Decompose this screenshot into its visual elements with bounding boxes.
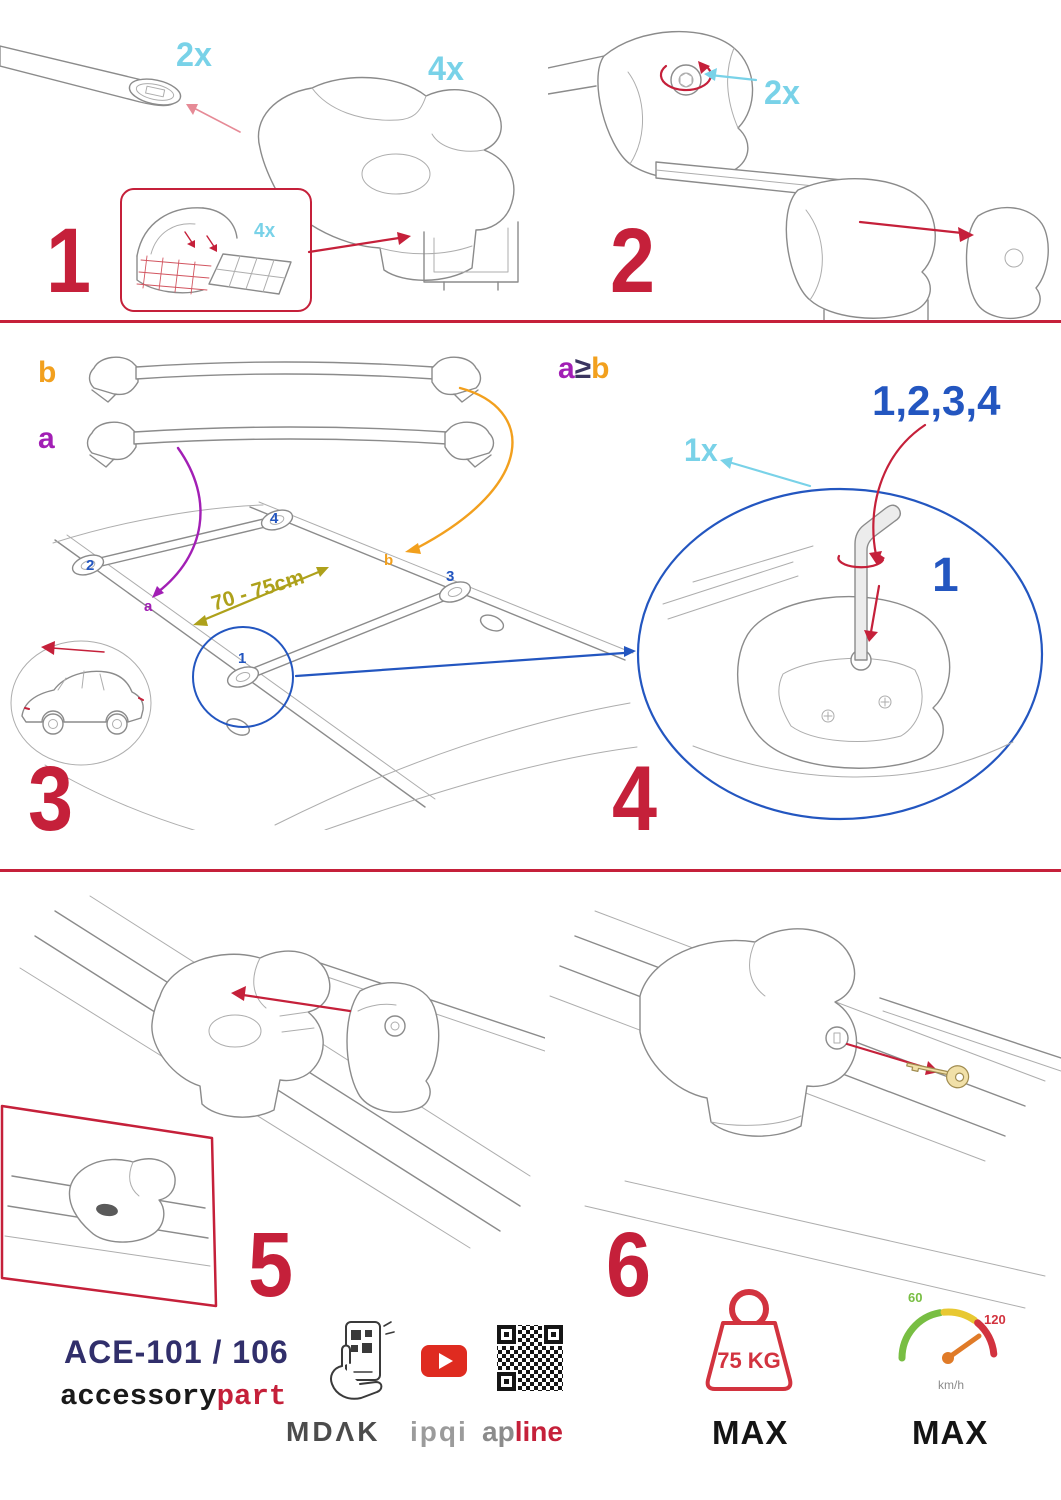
apline-badge xyxy=(96,1203,118,1217)
max-load-value: 75 KG xyxy=(717,1348,781,1373)
speed-high-value: 120 xyxy=(984,1312,1006,1327)
bar-condition-label: a≥b xyxy=(558,354,609,384)
crossbar-a-illustration xyxy=(86,421,495,468)
bar-a-mark: a xyxy=(144,598,153,615)
foot-assembly-illustration: apline xyxy=(257,76,519,291)
phone-scan-icon xyxy=(330,1321,395,1400)
bar-quantity-label: 2x xyxy=(176,36,212,74)
pad-quantity-label: 4x xyxy=(254,220,276,242)
key xyxy=(906,1062,970,1089)
installed-foot-inset xyxy=(0,1104,218,1308)
tighten-sequence-label: 1,2,3,4 xyxy=(872,377,1001,424)
step-5-number: 5 xyxy=(248,1214,293,1316)
ipqi-logo: ipqi xyxy=(410,1416,468,1447)
speed-low-value: 60 xyxy=(908,1290,922,1305)
youtube-icon xyxy=(421,1345,467,1377)
bolt-quantity-label: 2x xyxy=(764,74,800,112)
qr-finder-patterns xyxy=(496,1324,564,1392)
apline-ap: ap xyxy=(482,1416,515,1447)
bar-b-label: b xyxy=(38,356,57,389)
step-3-number: 3 xyxy=(28,748,73,850)
section-divider xyxy=(0,320,1061,323)
speed-unit-label: km/h xyxy=(938,1378,964,1392)
pad-stack xyxy=(208,253,292,295)
tool-pointer-arrow xyxy=(720,457,812,488)
bar-b-mark: b xyxy=(384,552,394,569)
apline-line: line xyxy=(514,1416,563,1447)
step-2-number: 2 xyxy=(610,210,655,312)
car-illustration xyxy=(21,670,144,723)
step-1-number: 1 xyxy=(46,210,91,312)
roof-top-view-illustration xyxy=(44,501,638,830)
allen-key xyxy=(854,504,902,661)
condition-b: b xyxy=(591,352,610,385)
fixing-bolt xyxy=(670,64,702,96)
end-cover xyxy=(965,206,1049,320)
pad-detail-illustration xyxy=(136,207,292,295)
tool-quantity-label: 1x xyxy=(684,432,718,468)
section-divider xyxy=(0,869,1061,872)
lock-cylinder xyxy=(384,1015,406,1037)
speedometer-needle xyxy=(945,1333,982,1361)
cover-slide-arrow xyxy=(241,993,352,1013)
clamp-bracket xyxy=(423,221,519,283)
foot-1-highlight-circle xyxy=(192,626,294,728)
bar-a-label: a xyxy=(38,422,55,455)
crossbar-b-illustration xyxy=(88,356,482,403)
speed-max-label: MAX xyxy=(912,1414,989,1451)
foot-top-bolt-illustration: apline xyxy=(548,30,758,181)
position-3-label: 3 xyxy=(446,568,455,585)
distance-arrow xyxy=(199,569,323,623)
bolt-1-label: 1 xyxy=(932,549,959,602)
max-load-label: MAX xyxy=(712,1414,789,1451)
pad-to-clamp-arrow xyxy=(307,232,411,254)
foot-with-lock: apline xyxy=(639,928,858,1137)
apline-logo: apline xyxy=(482,1418,563,1446)
key-rotation-arrow xyxy=(837,554,885,569)
max-load-icon: 75 KG xyxy=(705,1289,793,1391)
bar-b-guide-arrow xyxy=(405,386,514,554)
qr-code xyxy=(494,1322,566,1394)
locking-illustration: apline xyxy=(549,910,1061,1309)
brand-part: part xyxy=(216,1380,287,1413)
detail-zoom-arrow xyxy=(294,646,636,678)
condition-a: a xyxy=(558,352,575,385)
foot-quantity-label: 4x xyxy=(428,50,464,88)
crossbar-profile-illustration xyxy=(0,45,241,133)
brand-accessory: accessory xyxy=(60,1380,217,1413)
sequence-arrow xyxy=(869,423,927,565)
position-2-label: 2 xyxy=(86,557,95,574)
tightening-detail-illustration xyxy=(636,487,1044,821)
step-6-number: 6 xyxy=(606,1214,651,1316)
bar-pointer-arrow xyxy=(189,105,241,133)
position-1-label: 1 xyxy=(238,650,247,667)
step-4-number: 4 xyxy=(612,748,657,850)
lock-cover xyxy=(346,982,440,1113)
condition-operator: ≥ xyxy=(574,352,592,385)
mdak-logo: MDΛK xyxy=(286,1416,381,1447)
brand-logo: accessorypart xyxy=(60,1382,286,1411)
foot-on-rail xyxy=(151,950,331,1118)
pad-detail-inset: 4x xyxy=(120,188,312,312)
bar-foot-cover-illustration xyxy=(655,161,1049,323)
speed-limit-icon: 60 120 km/h xyxy=(898,1290,1006,1392)
cover-mounting-illustration xyxy=(0,895,545,1308)
position-4-label: 4 xyxy=(270,510,279,527)
car-direction-inset xyxy=(10,640,152,766)
travel-direction-arrow xyxy=(51,647,105,653)
model-number: ACE-101 / 106 xyxy=(64,1334,289,1370)
bar-a-guide-arrow xyxy=(152,446,202,598)
zoom-ellipse xyxy=(636,487,1044,821)
keyhole xyxy=(825,1026,849,1050)
foot-top-view xyxy=(737,596,951,769)
